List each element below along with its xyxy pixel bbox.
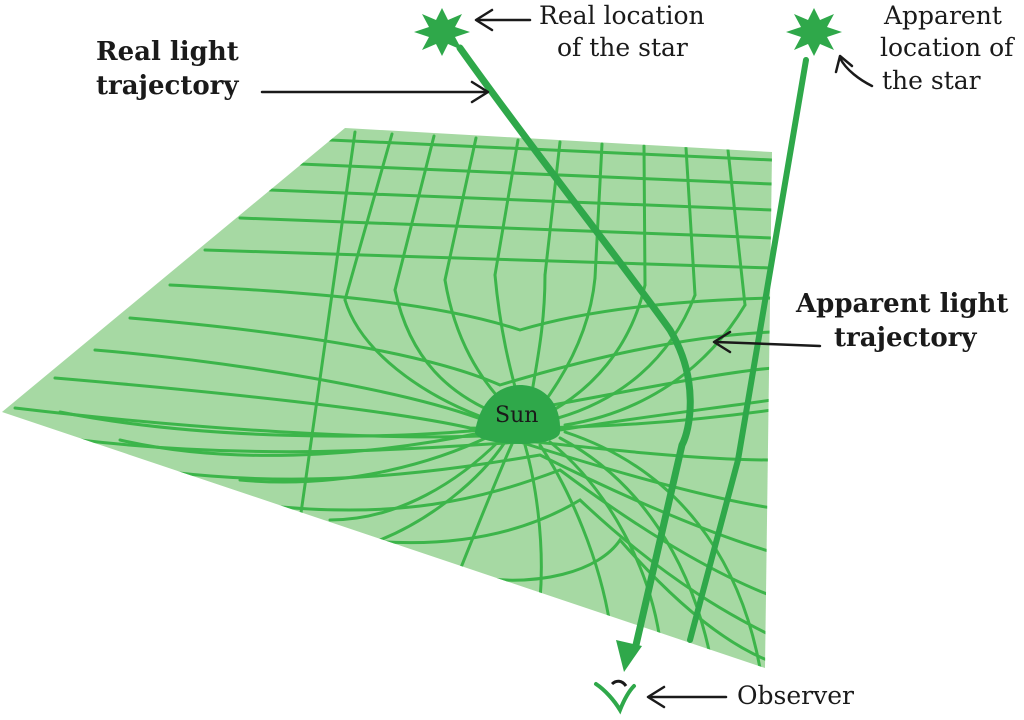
apparent-star-icon xyxy=(786,8,842,56)
real-light-trajectory xyxy=(456,44,694,649)
sun xyxy=(475,385,561,444)
real-location-label-2: of the star xyxy=(557,33,688,62)
apparent-location-arrow xyxy=(834,54,874,88)
observer-arrow xyxy=(646,685,728,709)
apparent-trajectory-arrow xyxy=(712,330,822,354)
apparent-trajectory-label-1: Apparent light xyxy=(795,289,1008,319)
real-location-label-1: Real location xyxy=(539,1,705,30)
apparent-location-label-2: location of xyxy=(880,33,1015,62)
real-location-arrow xyxy=(474,8,532,32)
real-trajectory-arrow xyxy=(260,80,490,104)
trajectory-arrowhead xyxy=(616,640,642,672)
apparent-location-label-3: the star xyxy=(882,66,981,95)
apparent-light-trajectory xyxy=(687,57,809,643)
spacetime-grid xyxy=(13,130,772,668)
real-trajectory-label-2: trajectory xyxy=(96,71,239,101)
spacetime-sheet xyxy=(2,128,772,668)
apparent-location-label-1: Apparent xyxy=(883,1,1002,30)
real-star-icon xyxy=(414,8,470,56)
observer-label: Observer xyxy=(737,681,854,710)
real-trajectory-label-1: Real light xyxy=(96,37,239,67)
sun-label: Sun xyxy=(495,403,538,428)
apparent-trajectory-label-2: trajectory xyxy=(834,323,977,353)
observer-eye-icon xyxy=(594,679,636,715)
